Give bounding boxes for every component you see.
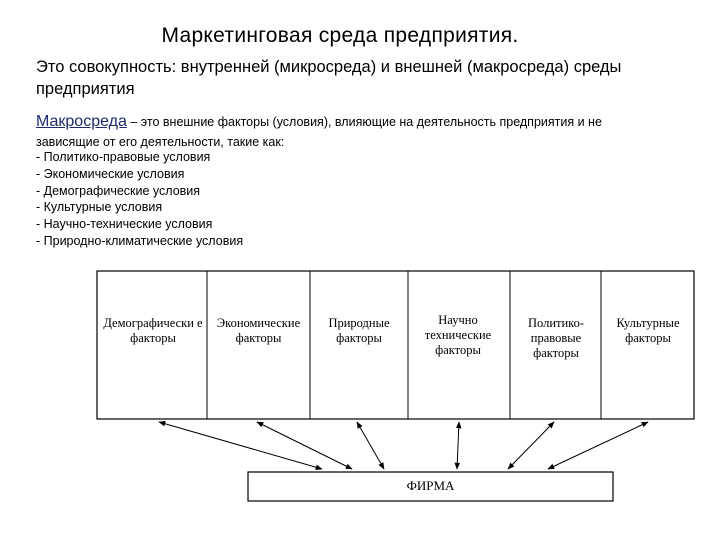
list-item: - Научно-технические условия xyxy=(36,217,213,232)
arrow-economic xyxy=(256,421,353,470)
arrow-natural xyxy=(356,421,385,470)
factor-demographic: Демографически е факторы xyxy=(103,316,203,345)
macro-definition: Макросреда – это внешние факторы (услови… xyxy=(36,114,706,130)
factor-political: Политико-правовые факторы xyxy=(527,316,585,360)
factor-natural: Природные факторы xyxy=(328,316,390,345)
firm-label: ФИРМА xyxy=(406,478,455,493)
firm-box xyxy=(247,471,614,502)
macro-continuation: зависящие от его деятельности, такие как… xyxy=(36,135,285,149)
definition-text: Это совокупность: внутренней (микросреда… xyxy=(36,58,622,98)
list-item: - Демографические условия xyxy=(36,183,201,198)
arrow-demographic xyxy=(158,421,323,470)
arrow-cultural xyxy=(547,421,649,470)
factor-scientific: Научно технические факторы xyxy=(424,313,492,357)
arrow-scientific xyxy=(454,421,462,470)
factor-economic: Экономические факторы xyxy=(216,316,301,345)
list-item: - Политико-правовые условия xyxy=(36,150,211,164)
slide-title: Маркетинговая среда предприятия. xyxy=(161,24,519,47)
factor-cultural: Культурные факторы xyxy=(616,316,680,345)
list-item: - Культурные условия xyxy=(36,200,163,215)
list-item: - Экономические условия xyxy=(36,166,185,181)
macro-description: – это внешние факторы (условия), влияющи… xyxy=(126,115,602,129)
list-item: - Природно-климатические условия xyxy=(36,233,244,248)
arrow-political xyxy=(507,421,555,470)
factors-box xyxy=(96,270,695,420)
macro-term: Макросреда xyxy=(36,113,127,130)
conditions-list: - Политико-правовые условия - Экономичес… xyxy=(36,149,243,250)
